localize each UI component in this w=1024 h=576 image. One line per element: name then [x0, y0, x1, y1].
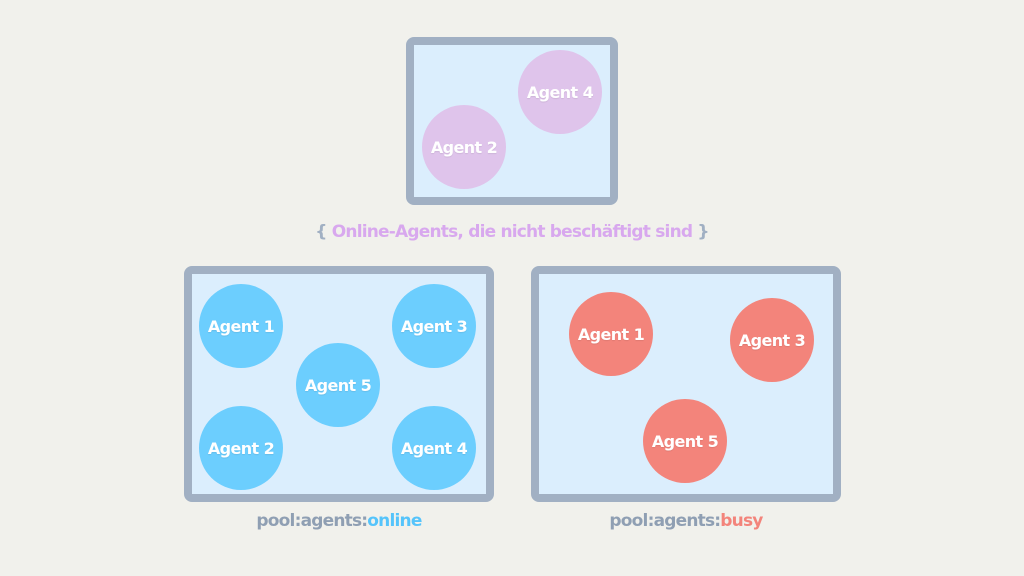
idle-agent-2: Agent 2 — [422, 105, 506, 189]
set-description: Online-Agents, die nicht beschäftigt sin… — [331, 222, 693, 242]
online-caption-prefix: pool:agents: — [256, 511, 368, 531]
open-brace: { — [315, 222, 327, 242]
online-agent-2: Agent 2 — [199, 406, 283, 490]
online-agent-3: Agent 3 — [392, 284, 476, 368]
busy-agent-3: Agent 3 — [730, 298, 814, 382]
idle-agent-4: Agent 4 — [518, 50, 602, 134]
busy-agent-1: Agent 1 — [569, 292, 653, 376]
online-agent-1: Agent 1 — [199, 284, 283, 368]
busy-agent-5: Agent 5 — [643, 399, 727, 483]
busy-caption-suffix: busy — [720, 511, 763, 531]
close-brace: } — [697, 222, 709, 242]
set-difference-label: { Online-Agents, die nicht beschäftigt s… — [0, 222, 1024, 242]
busy-pool-caption: pool:agents:busy — [531, 511, 841, 531]
online-agent-4: Agent 4 — [392, 406, 476, 490]
online-caption-suffix: online — [367, 511, 422, 531]
online-pool-caption: pool:agents:online — [184, 511, 494, 531]
busy-caption-prefix: pool:agents: — [609, 511, 721, 531]
online-agent-5: Agent 5 — [296, 343, 380, 427]
